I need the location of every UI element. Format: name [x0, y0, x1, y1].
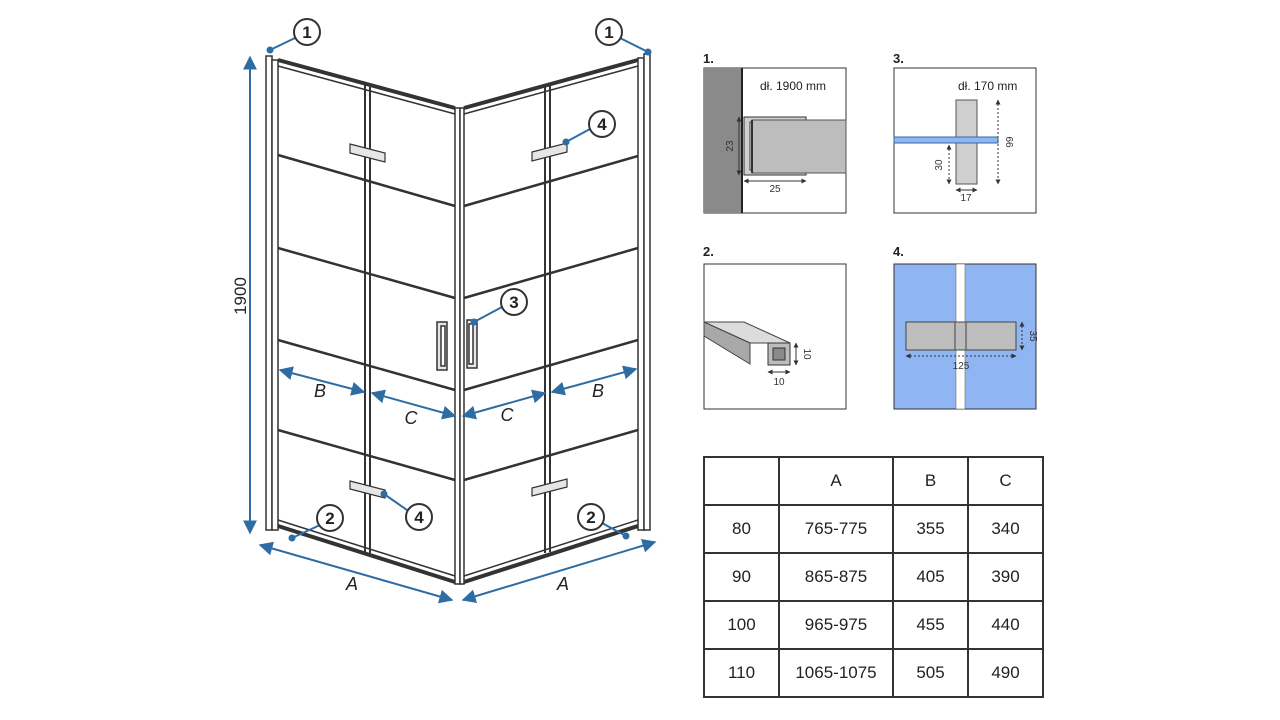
corner-post: [454, 107, 465, 585]
svg-text:30: 30: [934, 159, 945, 171]
dim-a-right: A: [461, 538, 657, 604]
svg-text:3: 3: [509, 293, 518, 312]
height-dimension: 1900: [231, 55, 257, 535]
table-cell: 455: [892, 600, 969, 650]
dim-b-left: B: [278, 366, 366, 401]
callout-grip-top-right: 4: [562, 110, 616, 146]
left-wall-profile: [265, 55, 279, 531]
detail-1-caption: 1.: [703, 51, 714, 66]
svg-text:1: 1: [302, 23, 311, 42]
callout-handle-right: 3: [470, 288, 528, 326]
shower-enclosure-view: 1900 A A B C C B: [231, 18, 657, 604]
table-cell: 110: [703, 648, 780, 698]
grip-bottom-left: [349, 480, 386, 499]
left-panel-frame: [277, 58, 456, 584]
detail-3-length: dł. 170 mm: [958, 79, 1017, 93]
dim-a-left: A: [258, 541, 454, 604]
detail-4: 4. 35 125: [893, 244, 1038, 410]
table-cell: 405: [892, 552, 969, 602]
table-row: 90 865-875 405 390: [703, 552, 1044, 602]
handle-right: [466, 319, 478, 369]
detail-4-caption: 4.: [893, 244, 904, 259]
callout-bottom-left: 2: [288, 504, 344, 542]
svg-text:4: 4: [414, 508, 424, 527]
handle-left: [436, 321, 448, 371]
callout-top-left: 1: [266, 18, 321, 54]
table-cell: 965-975: [778, 600, 894, 650]
callout-bottom-right: 2: [577, 503, 630, 540]
grip-top-left: [349, 143, 386, 163]
table-cell: 355: [892, 504, 969, 554]
dim-c-left-label: C: [405, 408, 419, 428]
dim-a-left-label: A: [345, 574, 358, 594]
table-cell: 100: [703, 600, 780, 650]
svg-text:125: 125: [953, 361, 970, 372]
table-cell: 340: [967, 504, 1044, 554]
table-row: 80 765-775 355 340: [703, 504, 1044, 554]
dim-a-right-label: A: [556, 574, 569, 594]
grip-top-right: [531, 142, 568, 162]
detail-2-caption: 2.: [703, 244, 714, 259]
svg-text:2: 2: [586, 508, 595, 527]
table-cell: 80: [703, 504, 780, 554]
svg-text:66: 66: [1003, 136, 1014, 148]
table-cell: 490: [967, 648, 1044, 698]
table-header-cell: C: [967, 456, 1044, 506]
right-panel-frame: [463, 58, 639, 584]
svg-text:35: 35: [1027, 330, 1038, 342]
right-wall-profile: [637, 53, 651, 531]
svg-text:4: 4: [597, 115, 607, 134]
table-cell: 390: [967, 552, 1044, 602]
dim-b-right-label: B: [592, 381, 604, 401]
dim-c-right: C: [461, 389, 547, 425]
table-header-cell: A: [778, 456, 894, 506]
height-label: 1900: [231, 277, 250, 315]
table-header-cell: [703, 456, 780, 506]
detail-3-caption: 3.: [893, 51, 904, 66]
table-header-row: A B C: [703, 456, 1044, 506]
svg-text:1: 1: [604, 23, 613, 42]
svg-text:25: 25: [769, 184, 781, 195]
svg-text:10: 10: [801, 348, 812, 360]
table-cell: 765-775: [778, 504, 894, 554]
dim-c-right-label: C: [501, 405, 515, 425]
detail-2: 2. 10 10: [703, 244, 847, 410]
table-cell: 1065-1075: [778, 648, 894, 698]
dim-b-left-label: B: [314, 381, 326, 401]
wall-section: [704, 68, 742, 213]
dim-b-right: B: [550, 365, 638, 401]
grip-bottom-right: [531, 478, 568, 497]
svg-text:17: 17: [960, 193, 972, 204]
table-cell: 90: [703, 552, 780, 602]
svg-text:23: 23: [725, 140, 736, 152]
table-cell: 865-875: [778, 552, 894, 602]
detail-1: 1. dł. 1900 mm 23 25: [703, 51, 847, 214]
table-row: 100 965-975 455 440: [703, 600, 1044, 650]
callout-grip-bottom-left: 4: [380, 490, 433, 531]
detail-1-length: dł. 1900 mm: [760, 79, 826, 93]
svg-text:10: 10: [773, 377, 785, 388]
callout-top-right: 1: [595, 18, 652, 56]
detail-3: 3. dł. 170 mm 66 30 17: [893, 51, 1037, 214]
size-table: A B C 80 765-775 355 340 90 865-875 405 …: [703, 456, 1044, 698]
table-cell: 440: [967, 600, 1044, 650]
table-cell: 505: [892, 648, 969, 698]
table-header-cell: B: [892, 456, 969, 506]
dim-c-left: C: [370, 389, 457, 428]
table-row: 110 1065-1075 505 490: [703, 648, 1044, 698]
svg-text:2: 2: [325, 509, 334, 528]
